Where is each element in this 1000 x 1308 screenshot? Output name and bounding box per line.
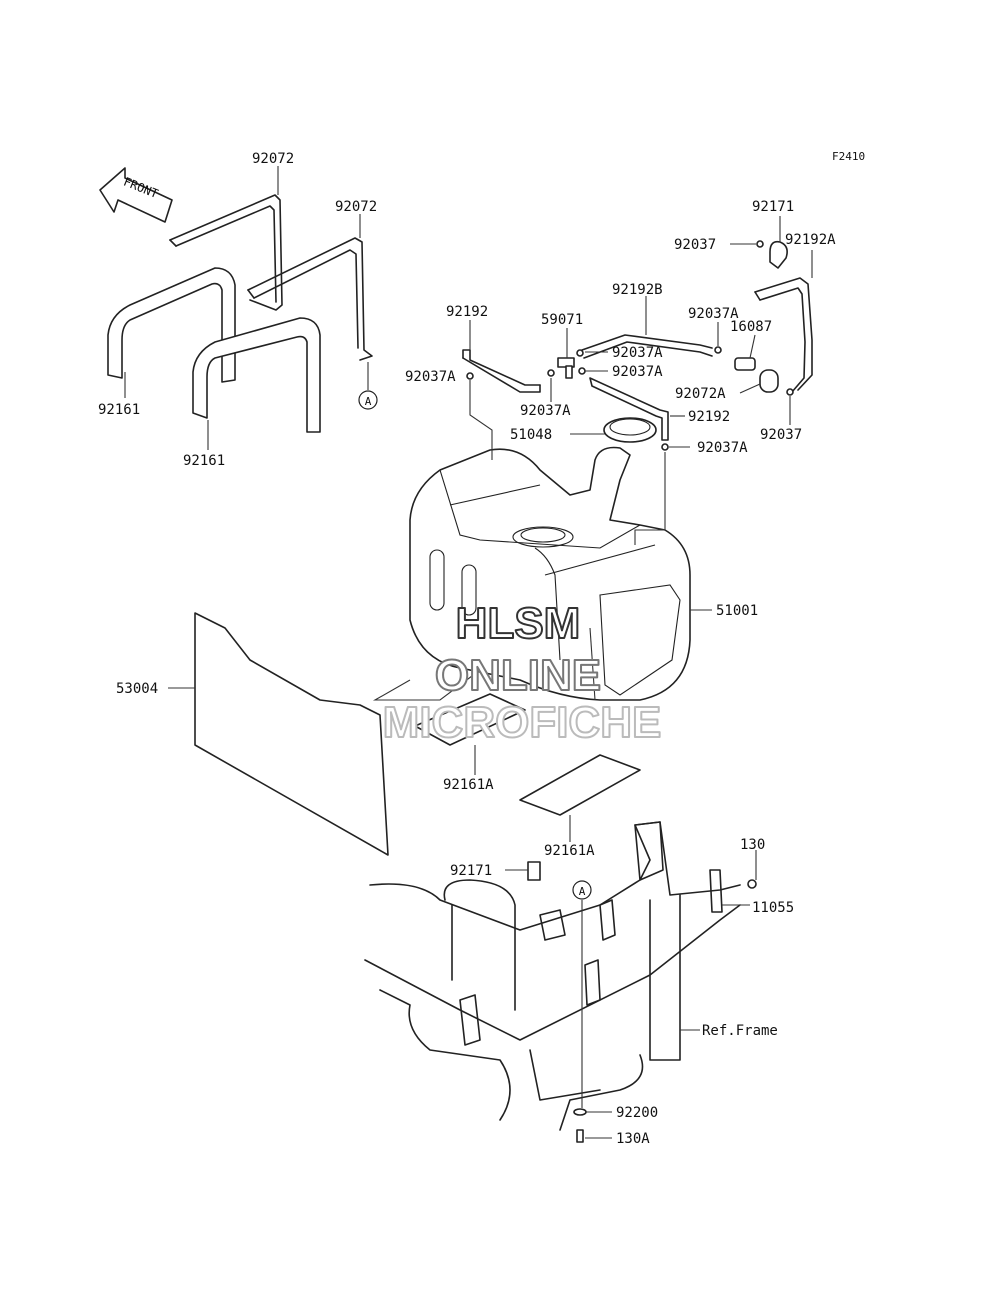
label-92037A-c: 92037A — [520, 403, 571, 419]
label-ref-frame: Ref.Frame — [702, 1023, 778, 1039]
label-92171-top: 92171 — [752, 199, 794, 215]
label-92200: 92200 — [616, 1105, 658, 1121]
label-92171-bottom: 92171 — [450, 863, 492, 879]
hose-92192B — [581, 334, 713, 359]
label-92072-left: 92072 — [252, 151, 294, 167]
label-92037A-a: 92037A — [612, 345, 663, 361]
hose-92192-middle — [589, 377, 669, 441]
label-92192-mid: 92192 — [688, 409, 730, 425]
leader-lines — [124, 166, 813, 1139]
label-92161A-a: 92161A — [443, 777, 494, 793]
clamp-92171-top — [769, 240, 788, 269]
label-92161A-b: 92161A — [544, 843, 595, 859]
label-130: 130 — [740, 837, 765, 853]
label-92037A-e: 92037A — [697, 440, 748, 456]
label-92161-lower: 92161 — [183, 453, 225, 469]
label-16087: 16087 — [730, 319, 772, 335]
joint-59071 — [557, 357, 575, 379]
pad-92161-lower — [192, 317, 321, 433]
label-92037-a: 92037 — [674, 237, 716, 253]
strap-92072-right — [247, 237, 373, 361]
figure-code: F2410 — [832, 150, 865, 163]
marker-a-lower: A — [572, 880, 592, 900]
marker-a-lower-label: A — [579, 885, 586, 898]
fasteners-bottom — [527, 861, 757, 1143]
label-51048: 51048 — [510, 427, 552, 443]
label-92192-top: 92192 — [446, 304, 488, 320]
label-11055: 11055 — [752, 900, 794, 916]
strap-92072-left — [169, 194, 283, 311]
fuel-tank-51001 — [409, 446, 691, 701]
label-51001: 51001 — [716, 603, 758, 619]
label-59071: 59071 — [541, 312, 583, 328]
part-labels: 92072 92072 92161 92161 92037A 92192 590… — [98, 151, 836, 1147]
label-53004: 53004 — [116, 681, 158, 697]
watermark: HLSM ONLINE MICROFICHE — [382, 598, 663, 748]
marker-a-upper: A — [358, 390, 378, 410]
filter-16087 — [734, 357, 779, 393]
hose-92192-left — [462, 349, 541, 393]
fuel-cap-51048 — [603, 417, 657, 443]
watermark-line-3: MICROFICHE — [383, 698, 662, 747]
pad-92161-upper — [107, 267, 236, 383]
pad-92161A-upper — [414, 693, 526, 746]
watermark-line-1: HLSM — [456, 599, 581, 648]
label-92037A-b: 92037A — [612, 364, 663, 380]
label-92037A-left: 92037A — [405, 369, 456, 385]
pad-92161A-lower — [519, 754, 641, 816]
front-arrow-icon: FRONT — [99, 167, 173, 223]
label-130A: 130A — [616, 1131, 650, 1147]
label-92192B: 92192B — [612, 282, 663, 298]
frame-assembly — [364, 821, 741, 1131]
label-92072A: 92072A — [675, 386, 726, 402]
watermark-line-2: ONLINE — [435, 651, 601, 700]
heat-shield-53004 — [194, 612, 389, 856]
label-92192A: 92192A — [785, 232, 836, 248]
hose-92192A — [754, 277, 813, 393]
label-92037-b: 92037 — [760, 427, 802, 443]
label-92037A-d: 92037A — [688, 306, 739, 322]
clips — [466, 240, 794, 451]
marker-a-upper-label: A — [365, 395, 372, 408]
label-92072-right: 92072 — [335, 199, 377, 215]
label-92161-upper: 92161 — [98, 402, 140, 418]
